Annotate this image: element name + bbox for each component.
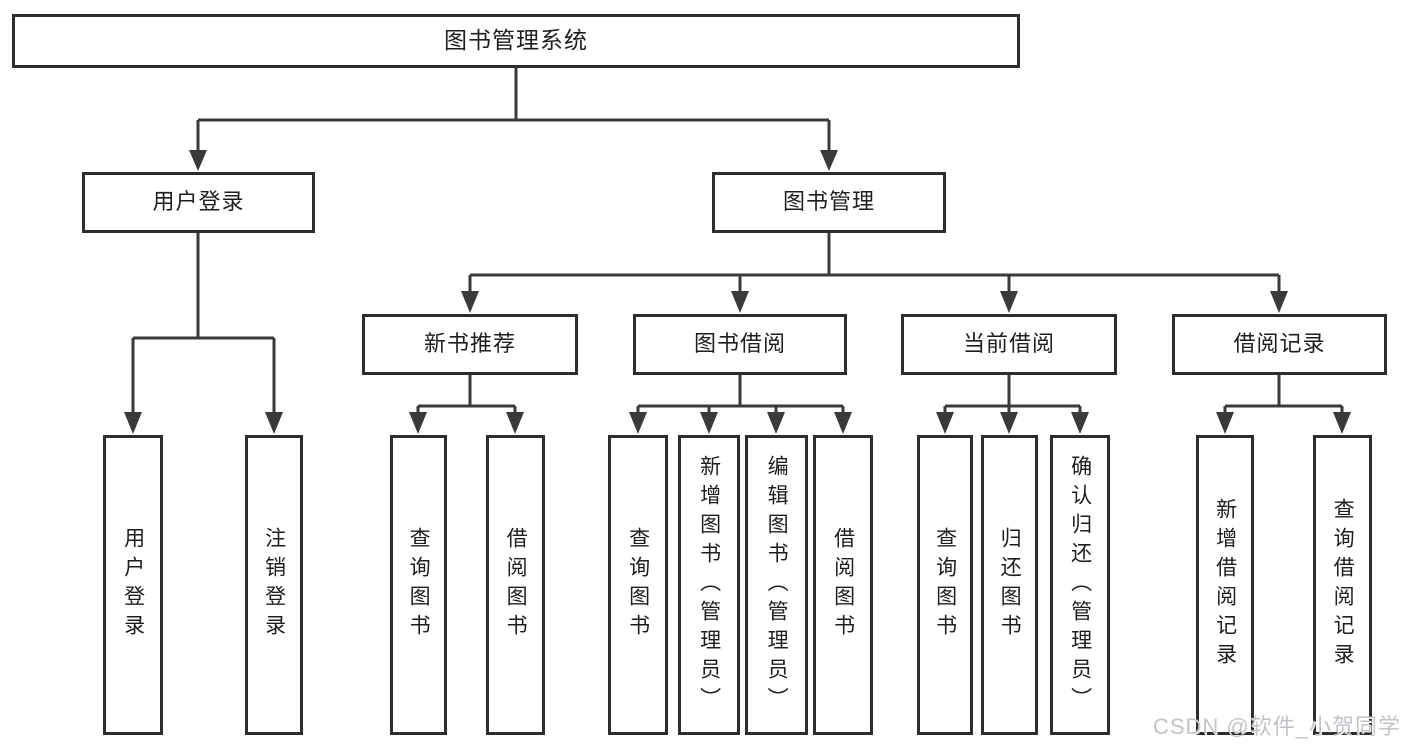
node-new-book-recommend: 新书推荐 <box>362 314 578 375</box>
node-current-borrow: 当前借阅 <box>901 314 1117 375</box>
connector-borrow-branch <box>636 375 845 414</box>
connector-root-to-level2 <box>196 68 831 151</box>
connector-book-mgmt-branch <box>468 233 1281 293</box>
arrowhead-icon <box>1000 291 1018 313</box>
arrowhead-icon <box>820 150 838 171</box>
leaf-return-book: 归还图书 <box>981 435 1038 735</box>
connector-new-books-branch <box>416 375 517 414</box>
leaf-query-borrow-record: 查询借阅记录 <box>1313 435 1372 735</box>
arrowhead-icon <box>506 412 524 434</box>
node-root-system: 图书管理系统 <box>12 14 1020 68</box>
arrowhead-icon <box>700 412 718 434</box>
leaf-add-book-admin: 新增图书（管理员） <box>678 435 740 735</box>
connector-user-login-branch <box>131 233 276 414</box>
node-user-login: 用户登录 <box>82 172 315 233</box>
arrowhead-icon <box>629 412 647 434</box>
arrowhead-icon <box>767 412 785 434</box>
leaf-borrow-book-1: 借阅图书 <box>486 435 545 735</box>
arrowhead-icon <box>936 412 954 434</box>
leaf-add-borrow-record: 新增借阅记录 <box>1196 435 1254 735</box>
arrowhead-icon <box>1216 412 1234 434</box>
leaf-confirm-return-admin: 确认归还（管理员） <box>1050 435 1110 735</box>
arrowhead-icon <box>834 412 852 434</box>
leaf-logout: 注销登录 <box>245 435 303 735</box>
connector-current-branch <box>943 375 1082 414</box>
node-borrow-records: 借阅记录 <box>1172 314 1387 375</box>
arrowhead-icon <box>1071 412 1089 434</box>
connector-records-branch <box>1223 375 1344 414</box>
leaf-borrow-book-2: 借阅图书 <box>813 435 873 735</box>
arrowhead-icon <box>265 412 283 434</box>
leaf-query-book-3: 查询图书 <box>917 435 973 735</box>
node-book-borrow: 图书借阅 <box>633 314 847 375</box>
leaf-edit-book-admin: 编辑图书（管理员） <box>745 435 808 735</box>
leaf-query-book-1: 查询图书 <box>390 435 447 735</box>
arrowhead-icon <box>731 291 749 313</box>
arrowhead-icon <box>124 412 142 434</box>
arrowhead-icon <box>1270 291 1288 313</box>
csdn-watermark: CSDN @软件_小贺同学 <box>1152 714 1401 739</box>
leaf-query-book-2: 查询图书 <box>608 435 668 735</box>
arrowhead-icon <box>409 412 427 434</box>
arrowhead-icon <box>1000 412 1018 434</box>
arrowhead-icon <box>189 150 207 171</box>
leaf-user-login: 用户登录 <box>103 435 163 735</box>
node-book-management: 图书管理 <box>712 172 946 233</box>
arrowhead-icon <box>1333 412 1351 434</box>
arrowhead-icon <box>461 291 479 313</box>
